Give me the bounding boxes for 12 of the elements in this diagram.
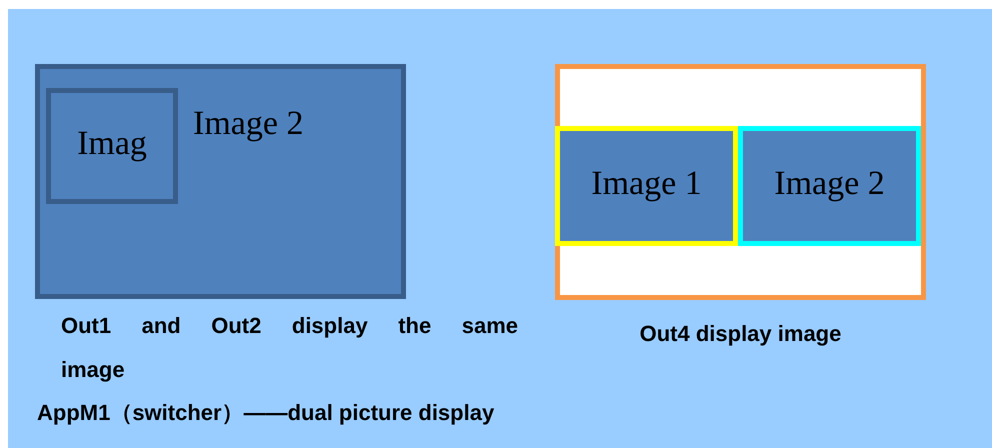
window-box <box>738 126 921 246</box>
title-label: AppM1（switcher）——dual picture display <box>37 399 494 427</box>
image-label: Imag <box>77 125 147 164</box>
window-box <box>555 126 738 246</box>
image-label: Image 2 <box>193 105 304 143</box>
node-label: Out1 and Out2 display the same image <box>61 312 518 384</box>
display-frame <box>555 64 926 300</box>
image-label: Image 2 <box>774 165 885 204</box>
node-label: Out4 display image <box>638 320 842 348</box>
image-label: Image 1 <box>591 165 702 204</box>
window-box <box>46 88 178 204</box>
display-frame <box>35 64 406 299</box>
